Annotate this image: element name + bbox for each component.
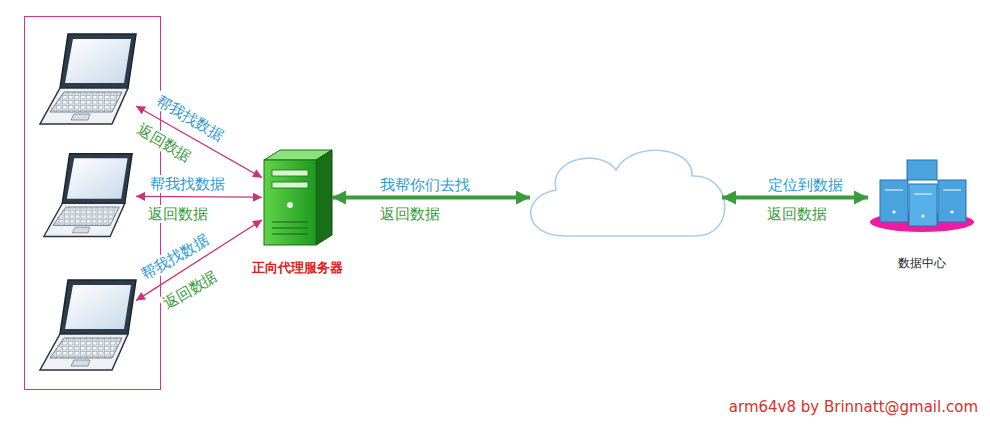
proxy-server: 正向代理服务器: [262, 150, 332, 245]
client-group: [24, 16, 161, 390]
edge-label: 帮我找数据: [148, 175, 227, 193]
laptop-client: [41, 156, 136, 236]
laptop-client: [41, 281, 136, 381]
watermark: arm64v8 by Brinnatt@gmail.com: [729, 398, 978, 416]
laptop-icons: [40, 34, 136, 370]
connector-arrow: [136, 196, 262, 198]
connector-arrow: [332, 196, 530, 200]
edge-note: 返回数据: [146, 205, 210, 223]
internet-cloud: [530, 150, 722, 245]
edge-label: 定位到数据: [766, 176, 845, 194]
edge-label: 我帮你们去找: [378, 176, 472, 194]
cloud-shape: [531, 150, 725, 236]
node-heading: 正向代理服务器: [250, 259, 345, 277]
node-heading: 数据中心: [896, 255, 948, 272]
edge-note: 返回数据: [378, 205, 442, 223]
edge-note: 返回数据: [765, 205, 829, 223]
server-icon: [264, 150, 332, 245]
laptop-client: [41, 33, 136, 125]
datacenter-icon: [870, 160, 974, 232]
data-center: 数据中心: [868, 160, 976, 235]
connector-arrow: [722, 196, 868, 200]
edge-note: 返回数据: [158, 266, 222, 314]
